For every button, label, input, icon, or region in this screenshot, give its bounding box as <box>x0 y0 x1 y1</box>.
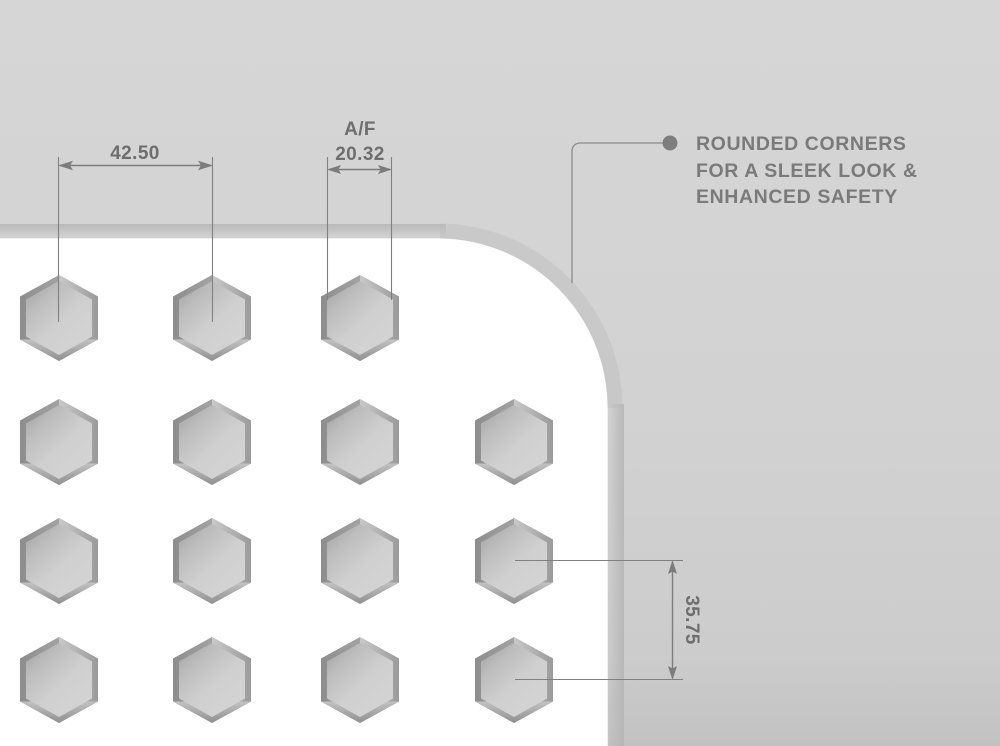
af-dimension-value: 20.32 <box>335 144 385 165</box>
panel-edge-shadow-right <box>608 404 624 746</box>
callout-line-3: ENHANCED SAFETY <box>696 186 898 208</box>
arrowhead-right-icon <box>378 165 392 174</box>
vertical-pitch-dimension-group: 35.75 <box>515 559 702 681</box>
panel-surface <box>0 237 609 746</box>
across-flats-dimension-group: A/F 20.32 <box>326 119 393 300</box>
arrowhead-left-icon <box>327 165 341 174</box>
dot-marker-icon <box>662 135 678 151</box>
vpitch-dimension-value: 35.75 <box>681 595 702 645</box>
rounded-corner-callout: ROUNDED CORNERS FOR A SLEEK LOOK & ENHAN… <box>571 133 918 283</box>
arrowhead-down-icon <box>668 666 677 680</box>
pitch-dimension-group: 42.50 <box>57 143 214 322</box>
callout-leader-line <box>571 142 668 283</box>
pitch-dimension-value: 42.50 <box>110 143 160 164</box>
arrowhead-up-icon <box>668 560 677 574</box>
arrowhead-left-icon <box>58 160 73 171</box>
callout-line-1: ROUNDED CORNERS <box>696 133 907 155</box>
panel-corner-shadow <box>439 223 623 409</box>
arrowhead-right-icon <box>198 160 213 171</box>
af-dimension-label: A/F <box>344 119 376 140</box>
callout-line-2: FOR A SLEEK LOOK & <box>696 160 918 182</box>
panel-edge-shadow-top <box>0 224 446 238</box>
